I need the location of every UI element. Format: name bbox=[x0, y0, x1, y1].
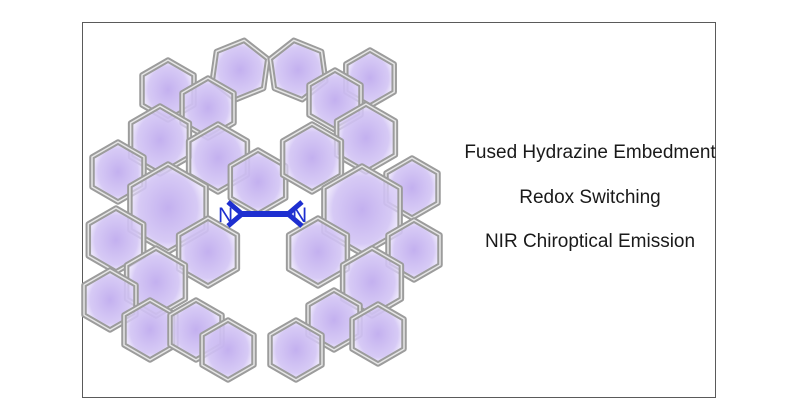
hexagon-ring bbox=[199, 317, 257, 383]
hexagon-ring bbox=[333, 101, 399, 175]
nitrogen-atom-left: N bbox=[218, 204, 233, 227]
hexagon-ring bbox=[267, 317, 325, 383]
hydrazine-unit: N N bbox=[218, 200, 307, 228]
hexagon-ring-highlight bbox=[83, 269, 137, 331]
hexagon-ring-highlight bbox=[281, 123, 343, 193]
caption-fused-hydrazine: Fused Hydrazine Embedment bbox=[464, 142, 716, 163]
hexagon-ring-highlight bbox=[307, 289, 361, 351]
hexagon-ring-highlight bbox=[287, 217, 349, 287]
hexagon-ring-highlight bbox=[169, 299, 223, 361]
hexagon-ring bbox=[227, 147, 289, 217]
hexagon-ring bbox=[349, 301, 407, 367]
hydrazine-right-arm bbox=[285, 200, 304, 228]
hexagon-ring-highlight bbox=[269, 319, 323, 381]
hexagon-ring bbox=[285, 215, 351, 289]
nitrogen-atom-right: N bbox=[292, 204, 307, 227]
caption-redox-switching: Redox Switching bbox=[519, 187, 661, 208]
hexagon-ring-highlight bbox=[269, 39, 327, 101]
hexagon-ring-highlight bbox=[387, 219, 441, 281]
hexagon-ring-highlight bbox=[187, 123, 249, 193]
caption-nir-emission: NIR Chiroptical Emission bbox=[484, 231, 696, 252]
hexagon-ring-layer bbox=[81, 37, 443, 383]
hexagon-ring-highlight bbox=[351, 303, 405, 365]
hexagon-ring-highlight bbox=[201, 319, 255, 381]
hexagon-ring-highlight bbox=[91, 141, 145, 203]
hexagon-ring-highlight bbox=[177, 217, 239, 287]
